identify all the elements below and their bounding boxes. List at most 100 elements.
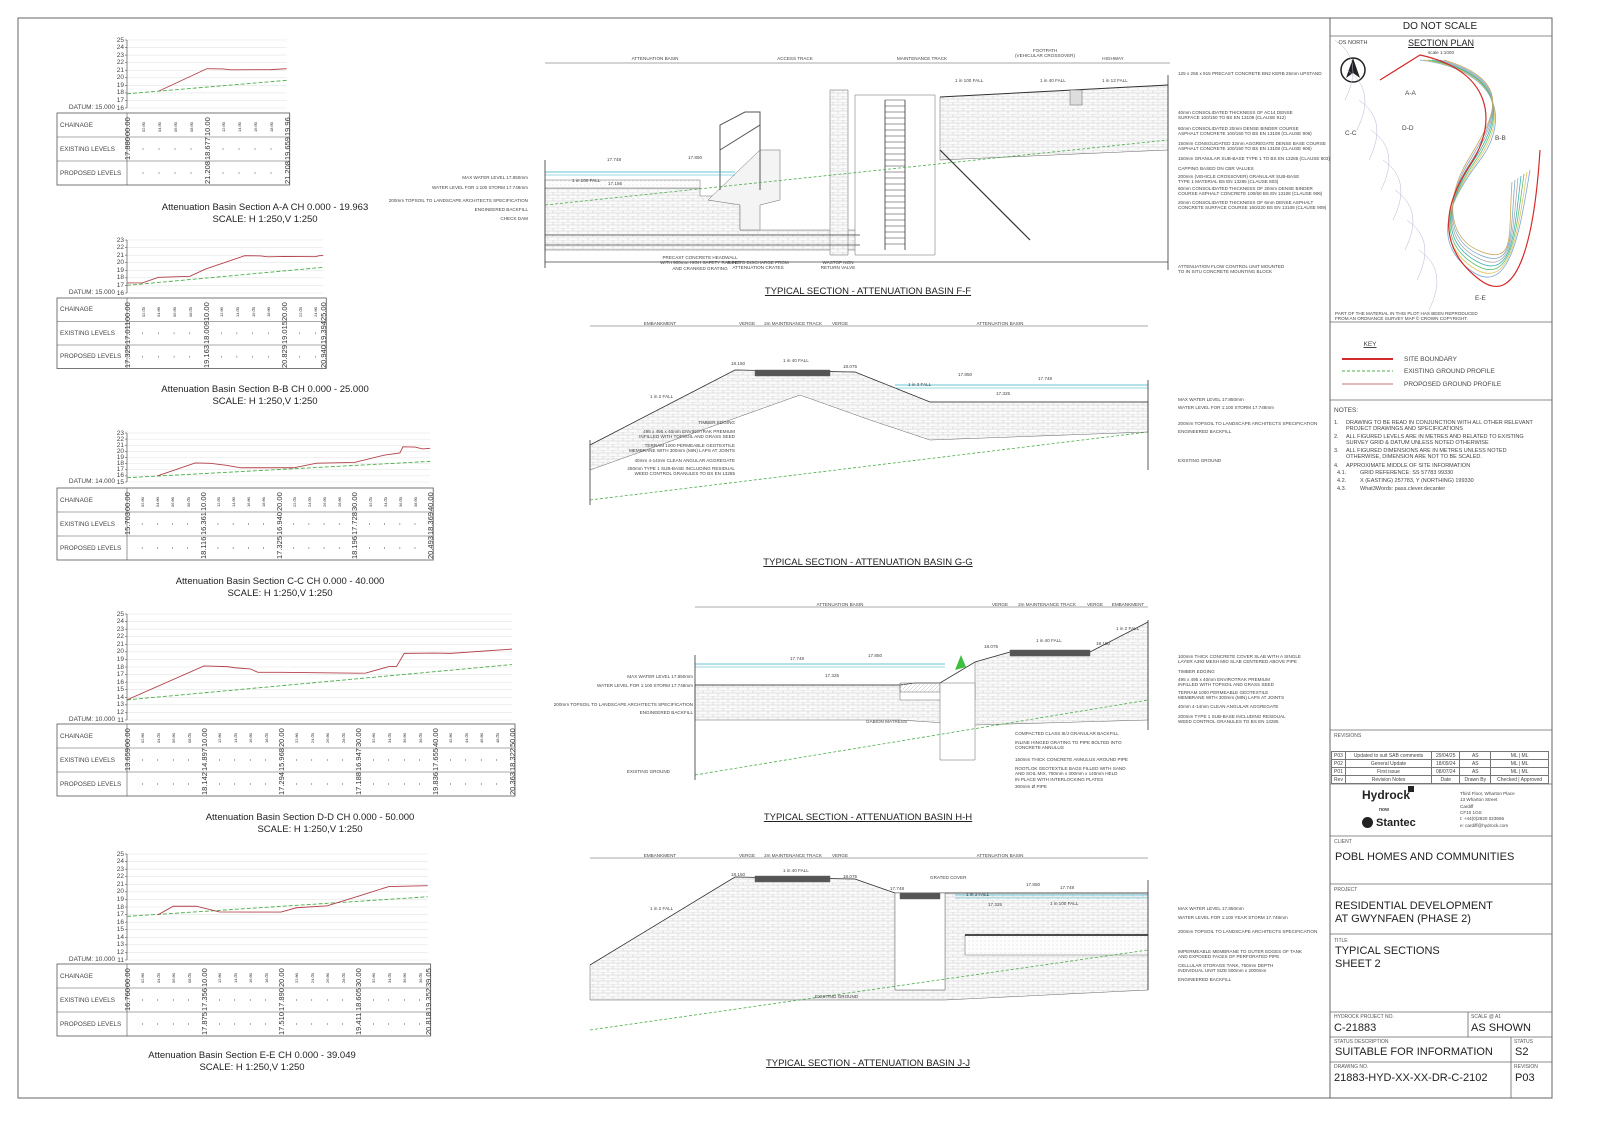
datum-label: DATUM: 10.000 xyxy=(68,956,115,963)
chainage-minor: 28.00 xyxy=(337,496,343,507)
table-value-major: 00.00 xyxy=(123,492,132,511)
chainage-minor: 26.00 xyxy=(322,496,328,507)
os-map-line xyxy=(1358,99,1378,161)
fall-label: 1 in 2 FALL xyxy=(650,906,674,911)
topsoil xyxy=(544,179,701,189)
table-value-major: 17.188 xyxy=(354,772,363,795)
dimension-label: VERGE xyxy=(738,321,756,326)
revision-cell: Updated to suit SAB comments xyxy=(1344,751,1433,760)
annotation-bottom: ROOTLOK GEOTEXTILE BAGS FILLED WITH SAND… xyxy=(1015,766,1126,782)
chainage-minor: 28.00 xyxy=(340,732,346,743)
revision-cell: Revision Notes xyxy=(1344,775,1433,784)
vegetation-icon xyxy=(955,655,966,670)
long-section-4 xyxy=(56,853,432,1037)
scale-value: AS SHOWN xyxy=(1471,1022,1531,1034)
long-section-3 xyxy=(56,613,516,797)
scale-caption: SCALE @ A1 xyxy=(1471,1014,1502,1020)
section-mark-label: C-C xyxy=(1345,130,1357,137)
maintenance-track xyxy=(754,875,831,883)
chainage-minor: 02.00 xyxy=(140,306,146,317)
annotation-right: CELLULAR STORAGE TANK, 750mm DEPTH INDIV… xyxy=(1178,963,1274,974)
level-marker: 18.075 xyxy=(984,644,999,649)
annotation-right: ENGINEERED BACKFILL xyxy=(1178,977,1232,982)
chainage-minor: 02.00 xyxy=(140,496,146,507)
annotation-left: EXISTING GROUND xyxy=(626,769,670,774)
annotation-right: WATER LEVEL FOR 1:100 YEAR STORM 17.748m… xyxy=(1178,915,1288,920)
long-section-scale: SCALE: H 1:250,V 1:250 xyxy=(227,588,333,599)
fall-label: 1 in 3 FALL xyxy=(908,382,932,387)
revision-cell: ML | ML xyxy=(1490,759,1549,768)
y-tick-label: 25 xyxy=(116,36,124,44)
row-label: PROPOSED LEVELS xyxy=(60,780,122,788)
table-value-major: 50.00 xyxy=(508,728,517,747)
y-tick-label: 18 xyxy=(116,89,124,97)
fall-label: 1 in 40 FALL xyxy=(1040,78,1066,83)
table-value-major: 00.00 xyxy=(123,117,132,136)
y-tick-label: 16 xyxy=(116,104,124,112)
address-line: 13 Wharton Street xyxy=(1460,797,1498,803)
os-map-line xyxy=(1370,129,1390,191)
section-plan-title: SECTION PLAN xyxy=(1407,38,1475,48)
chainage-minor: 04.00 xyxy=(155,496,161,507)
chainage-minor: 34.00 xyxy=(386,972,392,983)
table-value-major: 18.142 xyxy=(200,772,209,795)
long-section-1 xyxy=(56,239,327,369)
y-tick-label: 21 xyxy=(116,251,124,259)
annotation-right: CAPPING BASED ON CBR VALUES xyxy=(1178,166,1254,171)
level-marker: 17.850 xyxy=(1026,882,1041,887)
address-line: Cardiff xyxy=(1460,803,1474,809)
table-value-major: 19.659 xyxy=(282,137,292,160)
y-tick-label: 18 xyxy=(116,903,124,911)
grated-cover-label: GRATED COVER xyxy=(930,875,967,880)
y-tick-label: 24 xyxy=(116,618,124,626)
y-tick-label: 21 xyxy=(116,880,124,888)
table-value-major: 10.00 xyxy=(203,117,212,136)
annotation-right: ENGINEERED BACKFILL xyxy=(1178,429,1232,434)
chamber xyxy=(894,892,946,991)
annotation-left: 40mm 4-14mm CLEAN ANGULAR AGGREGATE xyxy=(634,458,736,463)
table-value-major: 16.947 xyxy=(354,748,363,771)
annotation-bottom: PRECAST CONCRETE HEADWALL WITH 900mm HIG… xyxy=(660,255,740,271)
table-value-major: 17.011 xyxy=(123,321,132,344)
annotation-right: ATTENUATION FLOW CONTROL UNIT MOUNTED TO… xyxy=(1178,264,1285,275)
table-value-major: 19.352 xyxy=(423,988,433,1011)
address-line: Third Floor, Wharton Place xyxy=(1460,791,1515,796)
y-tick-label: 17 xyxy=(116,466,124,474)
existing-ground-line xyxy=(126,460,431,479)
chainage-minor: 32.00 xyxy=(371,732,377,743)
proposed-ground-line xyxy=(157,885,428,916)
contour-line xyxy=(1443,59,1513,256)
row-label: EXISTING LEVELS xyxy=(60,996,115,1004)
table-value-major: 20.818 xyxy=(423,1012,433,1035)
chainage-minor: 14.00 xyxy=(231,496,237,507)
chainage-minor: 18.00 xyxy=(269,121,274,132)
chainage-minor: 18.00 xyxy=(261,496,267,507)
kerb xyxy=(1069,89,1083,106)
table-value-major: 21.208 xyxy=(282,161,292,184)
chainage-minor: 16.00 xyxy=(253,121,258,132)
chainage-minor: 22.00 xyxy=(291,496,297,507)
chainage-minor: 06.00 xyxy=(172,306,178,317)
row-label: PROPOSED LEVELS xyxy=(60,544,122,552)
y-tick-label: 23 xyxy=(116,51,124,59)
levels-table xyxy=(56,487,434,561)
key-site-boundary: SITE BOUNDARY xyxy=(1404,356,1457,363)
dimension-label: 2m MAINTENANCE TRACK xyxy=(764,853,822,858)
table-value-major: 20.00 xyxy=(274,492,284,511)
title-caption: TITLE xyxy=(1334,938,1348,944)
annotation-right: TIMBER EDGING xyxy=(1178,669,1215,674)
chainage-minor: 06.00 xyxy=(171,972,177,983)
chainage-minor: 12.00 xyxy=(217,972,223,983)
logo-now: now xyxy=(1379,807,1389,813)
levels-table xyxy=(56,297,327,369)
section-plan-map xyxy=(1330,35,1552,323)
table-value-major: 16.760 xyxy=(123,988,132,1011)
revision-cell: Rev xyxy=(1331,775,1346,784)
annotation-bottom: PIPE TO DISCHARGE FROM ATTENUATION CRATE… xyxy=(727,260,789,271)
proposed-ground-line xyxy=(126,648,513,701)
y-tick-label: 23 xyxy=(116,625,124,633)
os-map-line xyxy=(1346,69,1366,131)
section-mark-label: D-D xyxy=(1402,125,1414,132)
section-title: TYPICAL SECTION - ATTENUATION BASIN J-J xyxy=(765,1058,971,1069)
